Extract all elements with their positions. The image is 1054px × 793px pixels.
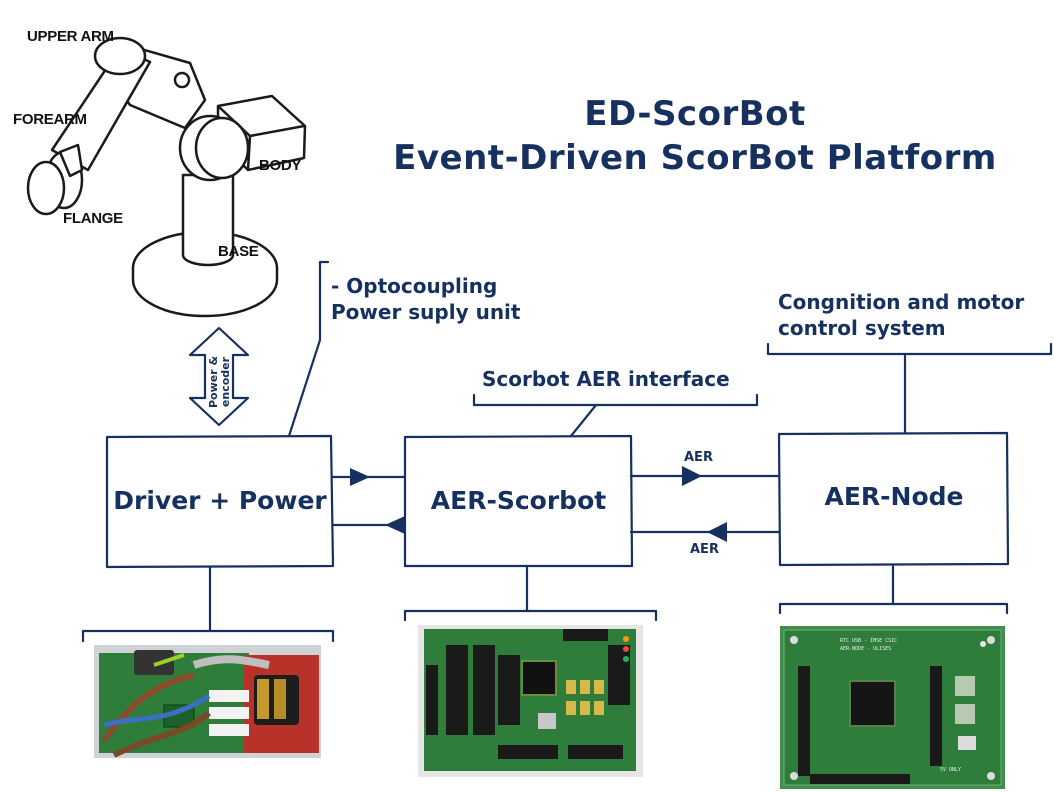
node-note-line-2: control system [778,316,946,340]
aer-node-label: AER-Node [824,482,964,511]
aer-link-label-bottom: AER [690,542,719,557]
node-board-text-3: 5V ONLY [940,767,961,773]
aer-scorbot-board-photo [418,625,643,777]
title-line-2: Event-Driven ScorBot Platform [393,138,997,178]
robot-arm-drawing [26,36,307,318]
label-flange: FLANGE [63,210,123,227]
label-body: BODY [259,157,302,174]
node-board-text-2: AER-NODE - ULISES [840,646,891,652]
node-note: Congnition and motor control system [778,289,1024,341]
aer-link-label-top: AER [684,450,713,465]
driver-power-board-photo [94,645,321,758]
aer-scorbot-label: AER-Scorbot [430,486,607,515]
label-upper-arm: UPPER ARM [27,28,114,45]
title-line-1: ED-ScorBot [584,94,806,134]
driver-block-outline [105,434,335,569]
driver-power-label: Driver + Power [113,486,327,515]
power-encoder-label: Power & encoder [207,337,232,427]
power-encoder-arrow [188,326,250,427]
aer-node-board-photo: RTC USB - IMSE CSIC AER-NODE - ULISES 5V… [780,626,1005,789]
driver-note: - Optocoupling Power suply unit [331,273,520,325]
power-encoder-line-2: encoder [219,356,232,408]
label-base: BASE [218,243,259,260]
aer-node-block-outline [777,431,1010,567]
driver-note-line-2: Power suply unit [331,300,521,324]
node-note-line-1: Congnition and motor [778,290,1025,314]
scorbot-note: Scorbot AER interface [482,367,730,391]
diagram-title: ED-ScorBot Event-Driven ScorBot Platform [380,92,1010,180]
label-forearm: FOREARM [13,111,87,128]
driver-note-line-1: - Optocoupling [331,274,498,298]
node-board-text-1: RTC USB - IMSE CSIC [840,638,897,644]
